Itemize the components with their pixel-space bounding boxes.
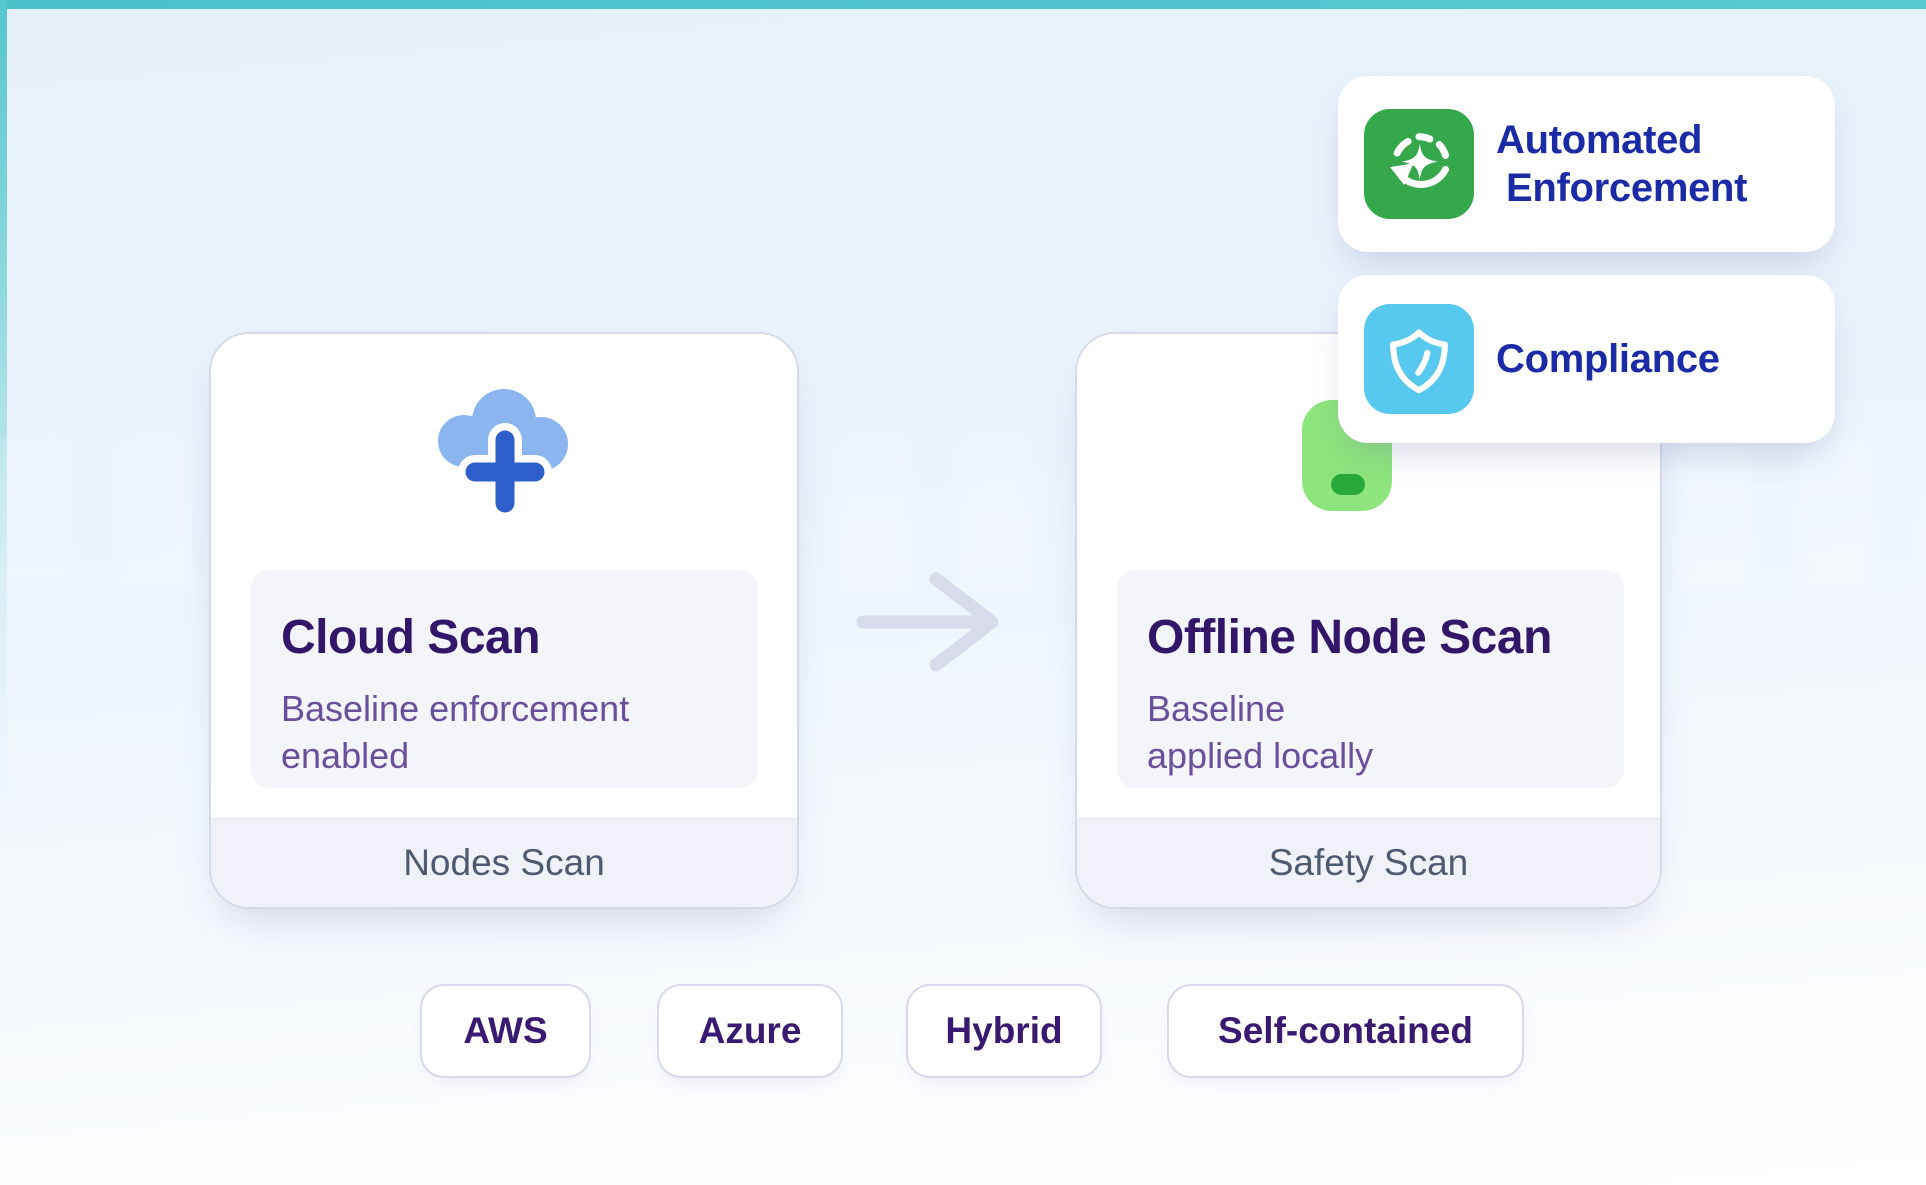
tag-aws[interactable]: AWS bbox=[420, 984, 591, 1078]
node-indicator-pill bbox=[1331, 474, 1365, 495]
cloud-plus-icon bbox=[211, 364, 797, 554]
tag-hybrid-label: Hybrid bbox=[945, 1010, 1063, 1051]
automated-enforcement-label: Automated Enforcement bbox=[1496, 118, 1748, 210]
cloud-scan-title: Cloud Scan bbox=[281, 611, 541, 664]
offline-node-scan-footer: Safety Scan bbox=[1077, 818, 1660, 907]
tag-azure[interactable]: Azure bbox=[657, 984, 843, 1078]
offline-node-scan-footer-label: Safety Scan bbox=[1268, 842, 1469, 883]
tag-self-contained-label: Self-contained bbox=[1218, 1010, 1473, 1051]
compliance-badge[interactable]: Compliance bbox=[1338, 275, 1835, 443]
cloud-scan-footer-label: Nodes Scan bbox=[403, 842, 605, 883]
cloud-scan-panel: Cloud Scan Baseline enforcement enabled bbox=[251, 570, 758, 788]
right-arrow-icon bbox=[856, 570, 1006, 674]
cloud-scan-footer: Nodes Scan bbox=[211, 818, 797, 907]
top-accent-bar bbox=[0, 0, 1926, 9]
tag-self-contained[interactable]: Self-contained bbox=[1167, 984, 1524, 1078]
tag-aws-label: AWS bbox=[463, 1010, 548, 1051]
automated-enforcement-badge[interactable]: Automated Enforcement bbox=[1338, 76, 1835, 252]
tag-hybrid[interactable]: Hybrid bbox=[906, 984, 1102, 1078]
compliance-label: Compliance bbox=[1496, 337, 1720, 381]
left-accent-bar bbox=[0, 0, 7, 820]
cloud-scan-description: Baseline enforcement enabled bbox=[281, 688, 630, 776]
sync-sparkle-icon bbox=[1364, 109, 1474, 219]
shield-icon bbox=[1364, 304, 1474, 414]
offline-node-scan-title: Offline Node Scan bbox=[1147, 611, 1552, 664]
tag-azure-label: Azure bbox=[698, 1010, 802, 1051]
cloud-scan-card: Cloud Scan Baseline enforcement enabled … bbox=[209, 332, 799, 909]
